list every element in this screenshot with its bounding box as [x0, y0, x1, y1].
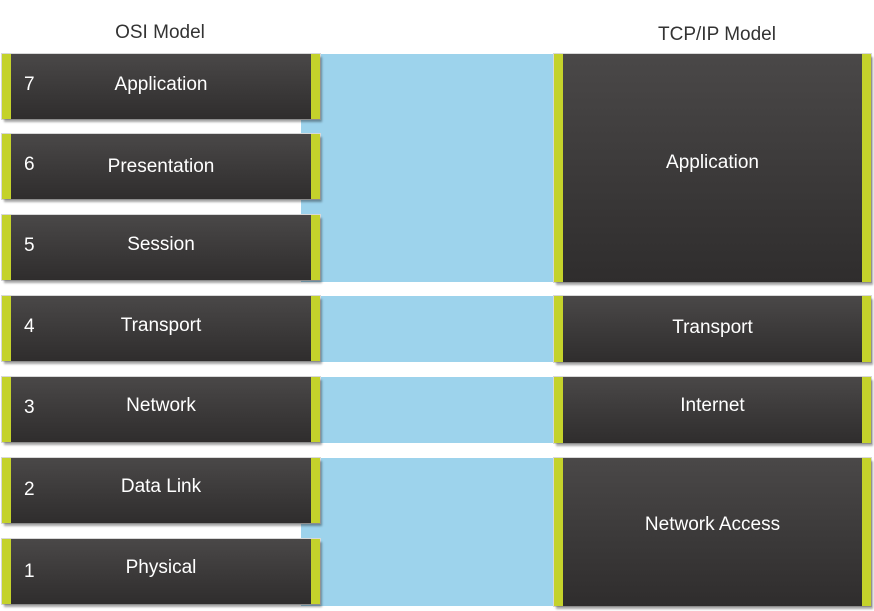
- layer-name: Internet: [680, 395, 745, 416]
- accent-bar: [311, 54, 320, 119]
- accent-bar: [2, 377, 11, 442]
- accent-bar: [554, 54, 563, 282]
- osi-layer-session: 5 Session: [2, 215, 320, 280]
- accent-bar: [862, 377, 871, 443]
- connector-internet: [301, 377, 557, 443]
- osi-layer-application: 7 Application: [2, 54, 320, 119]
- osi-layer-physical: 1 Physical: [2, 539, 320, 604]
- accent-bar: [2, 296, 11, 361]
- tcpip-layer-internet: Internet: [554, 377, 871, 443]
- accent-bar: [862, 296, 871, 362]
- accent-bar: [2, 539, 11, 604]
- layer-name: Application: [114, 74, 208, 95]
- layer-name: Network Access: [644, 514, 781, 535]
- accent-bar: [2, 458, 11, 523]
- layer-name: Data Link: [120, 476, 202, 497]
- layer-number: 4: [24, 316, 35, 337]
- tcpip-layer-application: Application: [554, 54, 871, 282]
- connector-transport: [301, 296, 557, 362]
- layer-number: 3: [24, 397, 35, 418]
- layer-number: 6: [24, 154, 35, 175]
- osi-layer-data-link: 2 Data Link: [2, 458, 320, 523]
- accent-bar: [554, 377, 563, 443]
- layer-name: Application: [666, 152, 759, 173]
- osi-layer-transport: 4 Transport: [2, 296, 320, 361]
- accent-bar: [554, 296, 563, 362]
- osi-model-title: OSI Model: [115, 22, 205, 43]
- layer-name: Transport: [672, 317, 753, 338]
- accent-bar: [554, 458, 563, 606]
- accent-bar: [311, 539, 320, 604]
- accent-bar: [862, 458, 871, 606]
- accent-bar: [2, 134, 11, 199]
- layer-name: Presentation: [107, 156, 215, 177]
- layer-name: Network: [126, 395, 196, 416]
- osi-layer-network: 3 Network: [2, 377, 320, 442]
- layer-number: 7: [24, 74, 35, 95]
- tcpip-model-title: TCP/IP Model: [658, 24, 776, 45]
- layer-name: Session: [127, 234, 195, 255]
- layer-number: 2: [24, 479, 35, 500]
- layer-number: 5: [24, 235, 35, 256]
- accent-bar: [311, 215, 320, 280]
- accent-bar: [311, 134, 320, 199]
- accent-bar: [862, 54, 871, 282]
- layer-name: Transport: [120, 315, 202, 336]
- accent-bar: [2, 54, 11, 119]
- layer-number: 1: [24, 561, 35, 582]
- connector-application: [301, 54, 557, 282]
- accent-bar: [311, 377, 320, 442]
- connector-network-access: [301, 458, 557, 606]
- layer-name: Physical: [125, 557, 197, 578]
- tcpip-layer-transport: Transport: [554, 296, 871, 362]
- osi-layer-presentation: 6 Presentation: [2, 134, 320, 199]
- accent-bar: [311, 296, 320, 361]
- accent-bar: [311, 458, 320, 523]
- tcpip-layer-network-access: Network Access: [554, 458, 871, 606]
- accent-bar: [2, 215, 11, 280]
